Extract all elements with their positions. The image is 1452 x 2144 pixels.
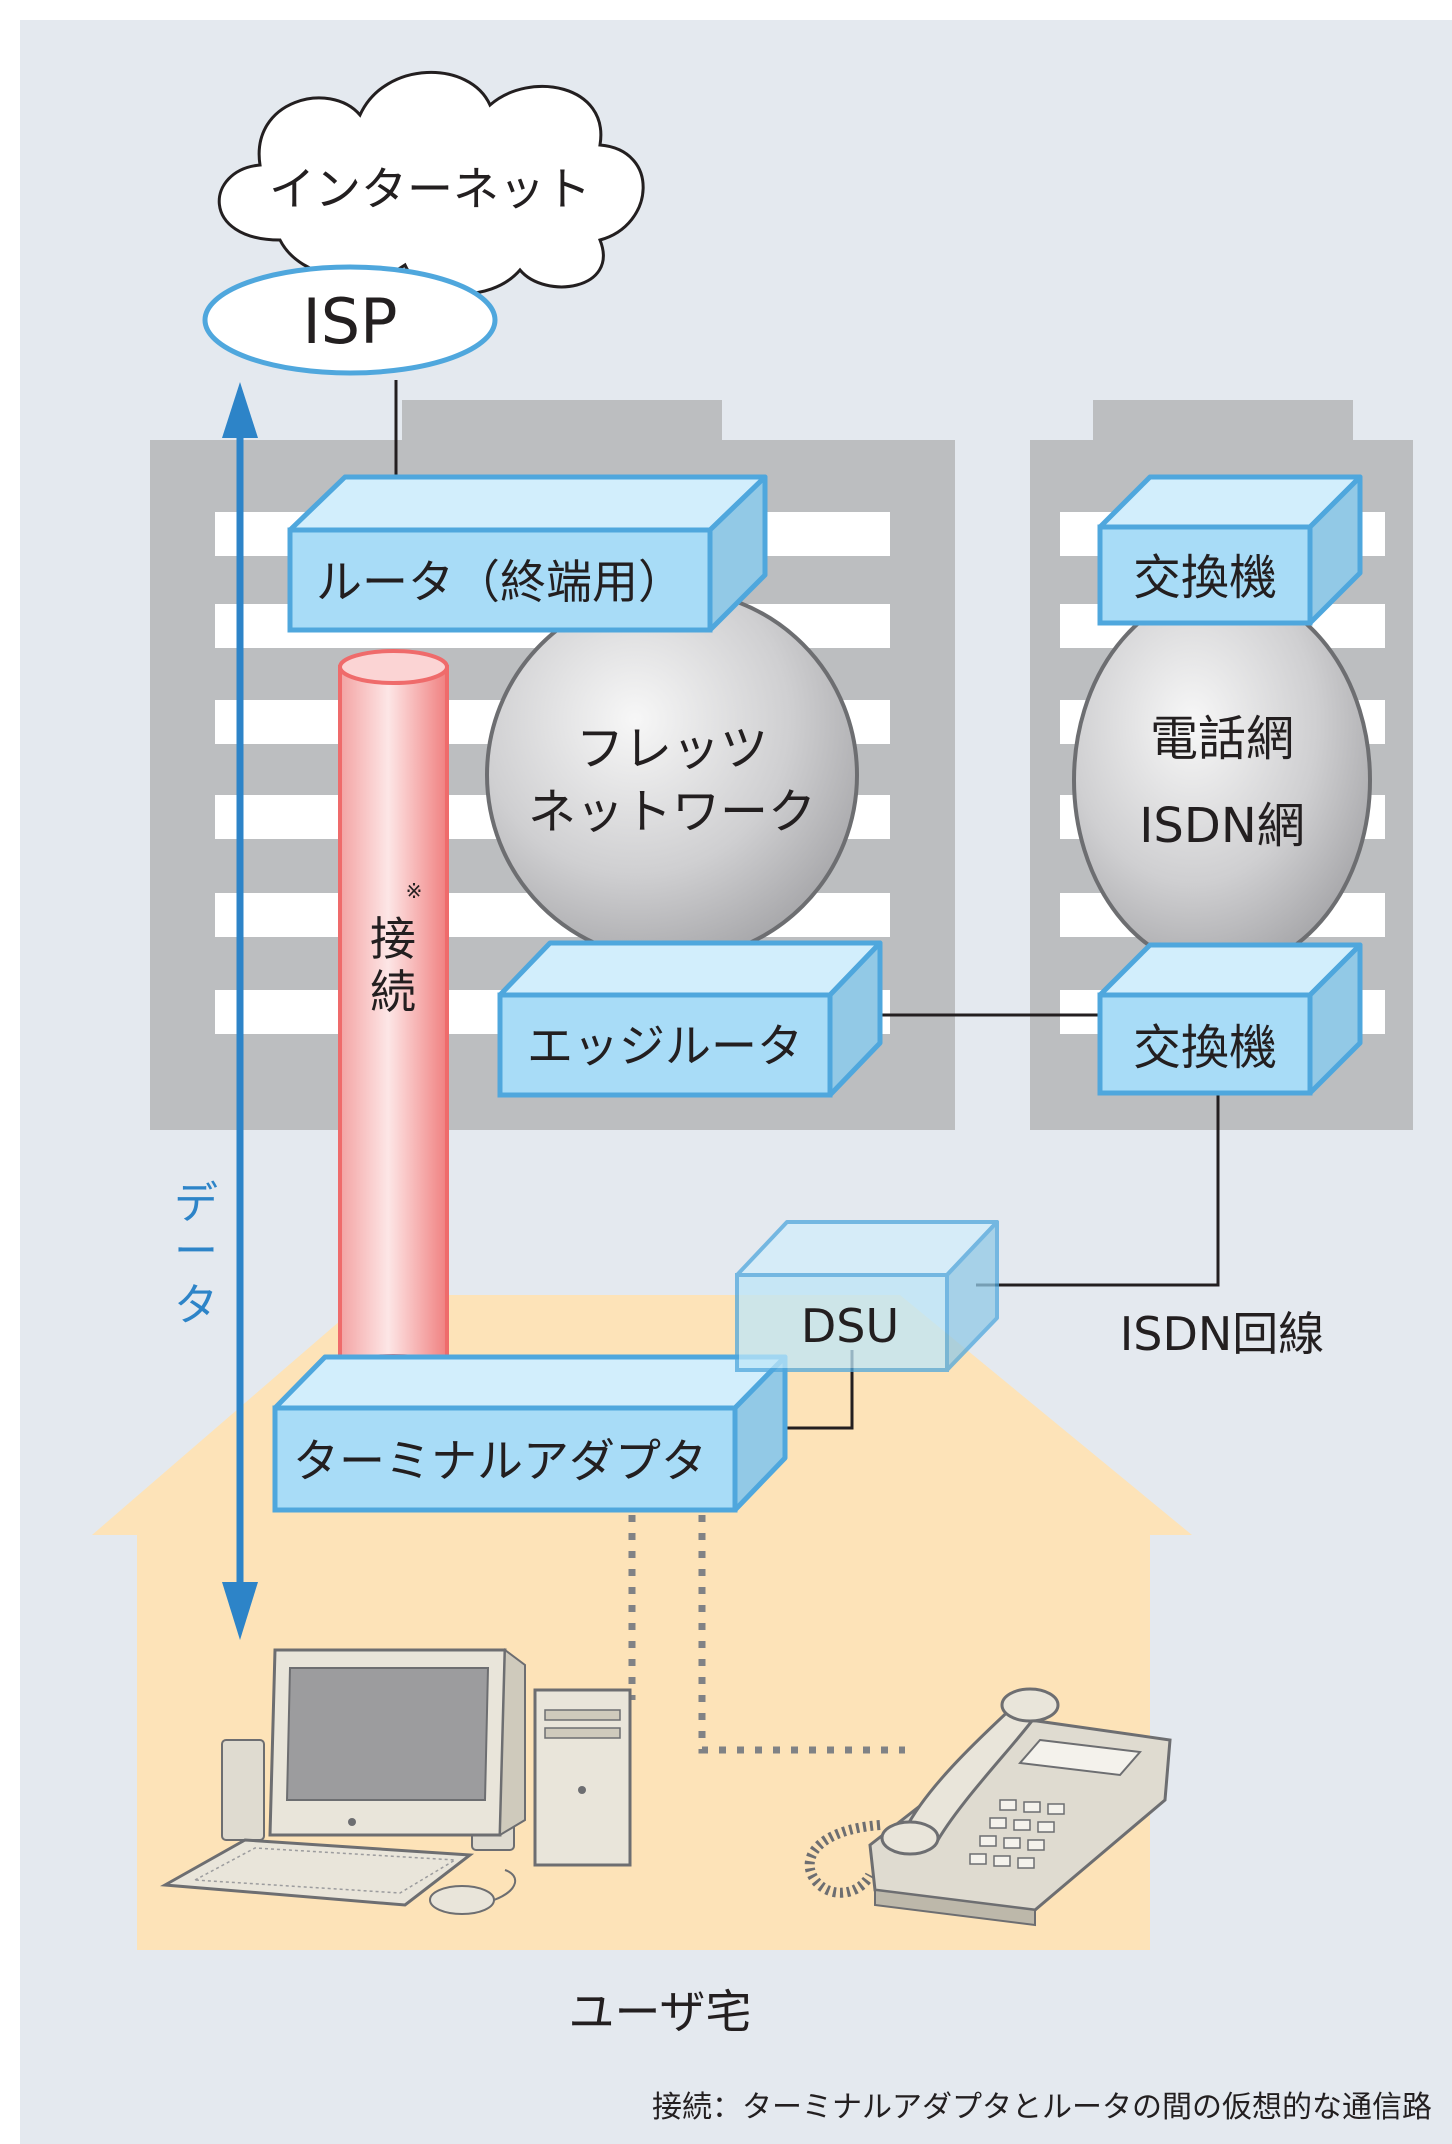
network-lines — [394, 380, 1220, 1430]
exchange-top-box: 交換機 — [1097, 474, 1363, 626]
flets-label-line2: ネットワーク — [528, 784, 816, 840]
phone-net-label-line1: 電話網 — [1150, 711, 1294, 767]
terminal-adapter-label: ターミナルアダプタ — [293, 1434, 707, 1488]
dsu-label: DSU — [801, 1299, 899, 1353]
footnote: 接続：ターミナルアダプタとルータの間の仮想的な通信路 — [652, 2090, 1432, 2125]
internet-cloud: インターネット — [217, 71, 645, 296]
virtual-connection-pipe: ※ 接 続 — [338, 649, 449, 1386]
flets-label-line1: フレッツ — [576, 721, 768, 777]
termination-router-box: ルータ（終端用） — [287, 474, 768, 633]
connection-char-2: 続 — [370, 965, 416, 1019]
isp-node: ISP — [202, 264, 498, 376]
exchange-bottom-label: 交換機 — [1133, 1020, 1277, 1076]
user-home-label: ユーザ宅 — [568, 1985, 751, 2039]
data-char-1: デ — [174, 1178, 218, 1229]
data-arrow: デ ー タ — [174, 382, 258, 1640]
data-char-3: タ — [174, 1280, 218, 1331]
phone-isdn-network: 電話網 ISDN網 — [1072, 588, 1372, 972]
edge-router-label: エッジルータ — [527, 1019, 803, 1073]
dsu-box — [735, 1220, 999, 1372]
exchange-top-label: 交換機 — [1133, 550, 1277, 606]
edge-router-box: エッジルータ — [497, 940, 883, 1098]
phone-net-label-line2: ISDN網 — [1139, 798, 1305, 854]
exchange-bottom-box: 交換機 — [1097, 942, 1363, 1096]
connection-mark: ※ — [406, 879, 423, 903]
flets-network-sphere: フレッツ ネットワーク — [485, 588, 859, 962]
isp-label: ISP — [302, 285, 397, 358]
desktop-computer-icon — [160, 1648, 632, 1915]
internet-label: インターネット — [269, 162, 591, 216]
router-label: ルータ（終端用） — [316, 555, 684, 609]
device-cables — [628, 1515, 905, 1754]
connection-char-1: 接 — [370, 912, 416, 966]
terminal-adapter-box: ターミナルアダプタ — [272, 1354, 788, 1513]
isdn-line-label: ISDN回線 — [1120, 1307, 1325, 1361]
desk-telephone-icon — [804, 1687, 1172, 1927]
data-char-2: ー — [174, 1226, 218, 1277]
